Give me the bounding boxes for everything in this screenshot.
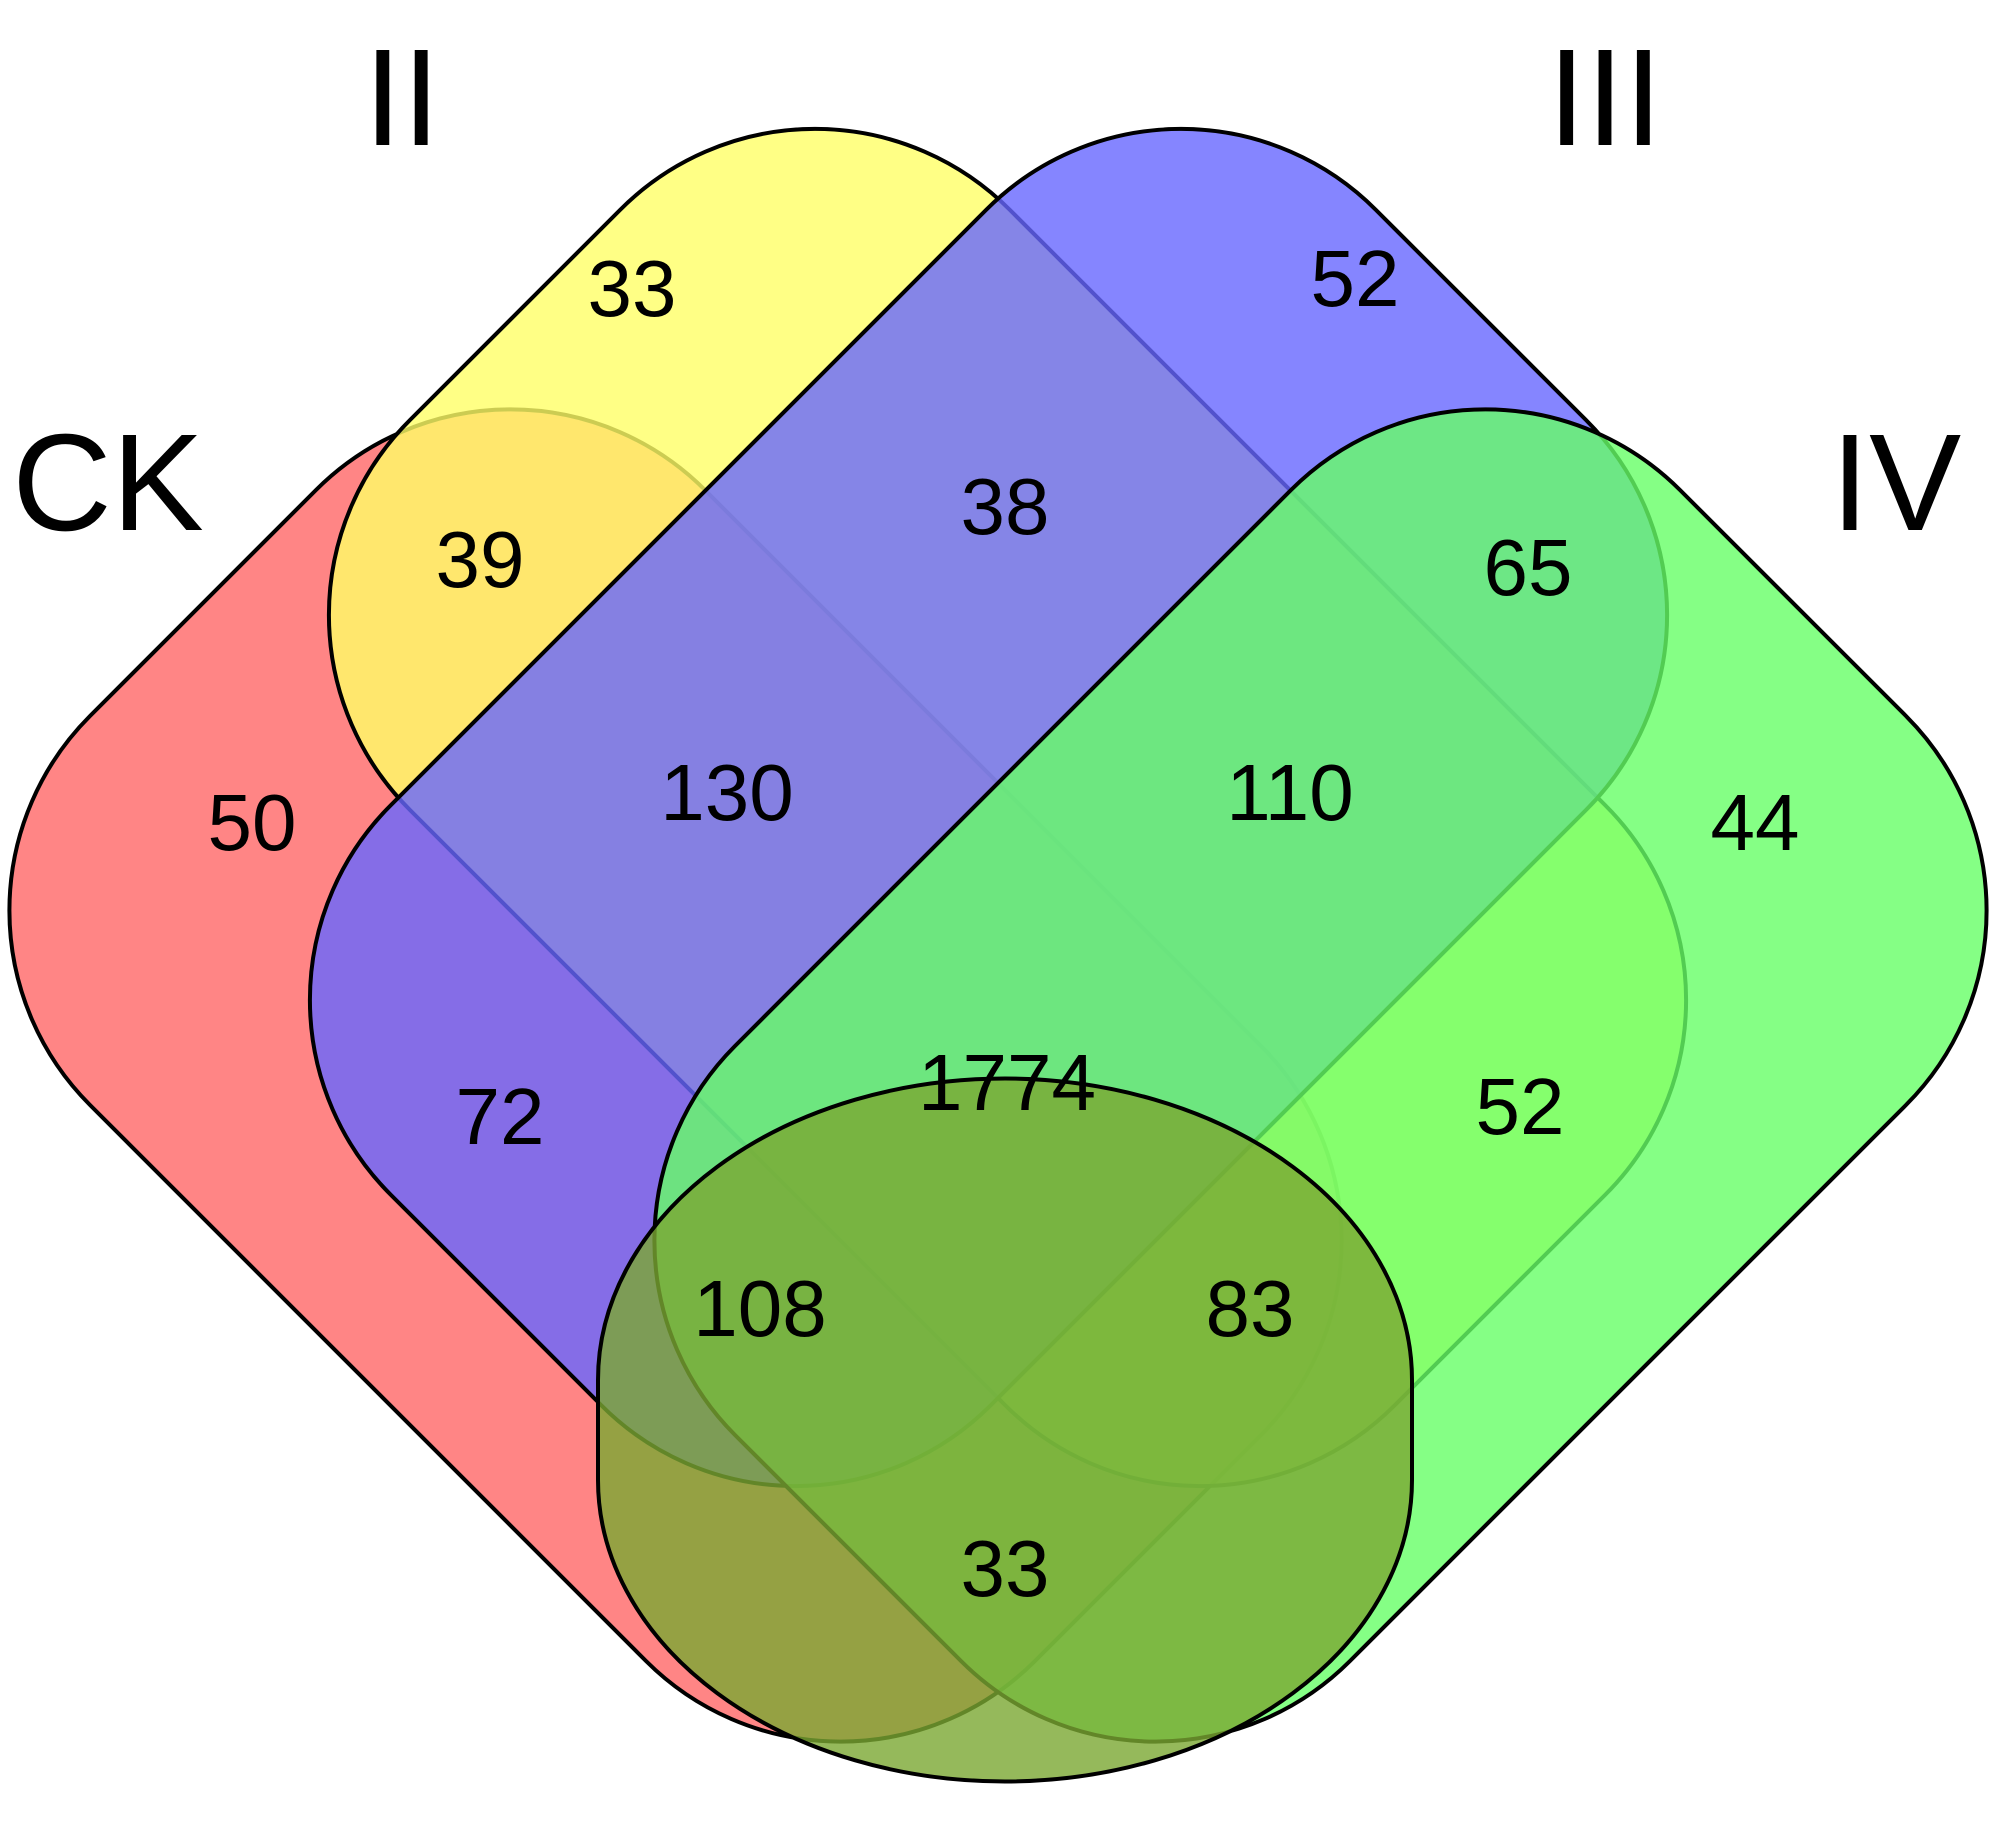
region-count: 65: [1484, 523, 1573, 612]
region-count: 44: [1711, 778, 1800, 867]
region-count: 72: [456, 1072, 545, 1161]
set-label-iv: IV: [1831, 406, 1961, 560]
region-count: 38: [961, 462, 1050, 551]
set-labels: CK II III IV: [12, 21, 1961, 560]
region-count: 50: [208, 778, 297, 867]
set-label-ck: CK: [12, 406, 204, 560]
region-count: 52: [1311, 234, 1400, 323]
region-counts: 33 52 39 38 65 50 130 110 44 72 1774 52 …: [208, 234, 1800, 1613]
region-count: 130: [660, 748, 793, 837]
set-shapes: [7, 126, 1989, 1784]
set-v-shape: [596, 1076, 1414, 1784]
region-count: 110: [1226, 748, 1354, 837]
region-count: 52: [1476, 1062, 1565, 1151]
region-count: 83: [1206, 1264, 1295, 1353]
region-count: 33: [588, 244, 677, 333]
set-label-iii: III: [1547, 21, 1662, 175]
region-count: 39: [436, 515, 525, 604]
region-count: 33: [961, 1524, 1050, 1613]
set-label-ii: II: [364, 21, 441, 175]
region-count: 1774: [918, 1038, 1096, 1127]
region-count: 108: [693, 1264, 826, 1353]
